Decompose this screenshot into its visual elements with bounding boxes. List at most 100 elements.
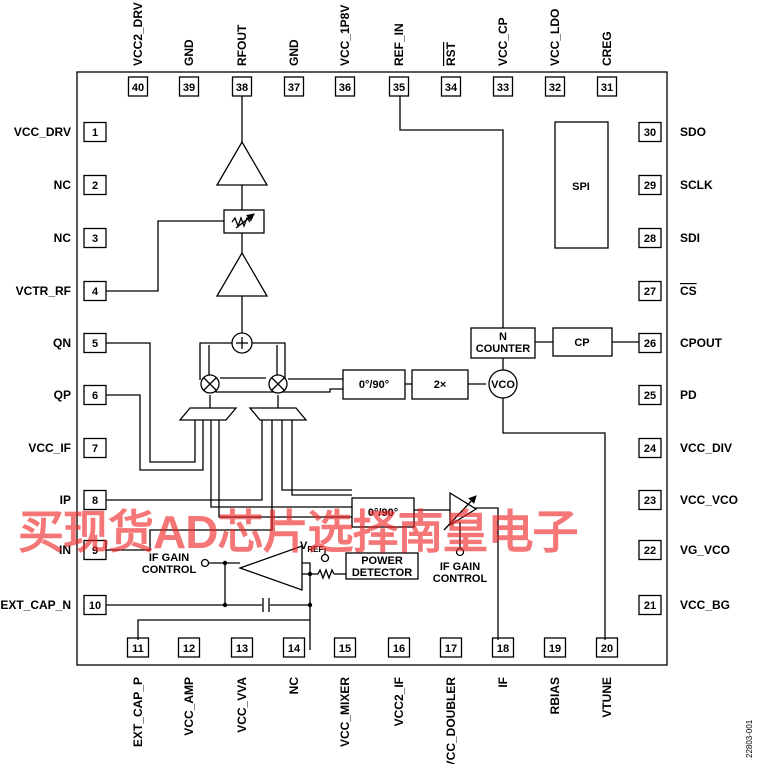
pin-number: 32 bbox=[549, 82, 561, 94]
pin-30: 30 SDO bbox=[638, 121, 706, 143]
pin-40: 40 VCC2_DRV bbox=[127, 2, 149, 97]
power-detector-label-2: DETECTOR bbox=[352, 567, 412, 579]
pin-number: 34 bbox=[445, 82, 458, 94]
phase-shifter-upper bbox=[342, 369, 406, 400]
pin-label: NC bbox=[54, 231, 72, 245]
phase-shifter-lower bbox=[351, 497, 415, 528]
pin-3: 3NC bbox=[54, 227, 107, 249]
figure-code: 22803-001 bbox=[745, 719, 754, 758]
pin-label: VCC2_IF bbox=[392, 677, 406, 726]
pin-label: VCC_VCO bbox=[680, 493, 738, 507]
junction-dot bbox=[307, 571, 313, 577]
phase-shifter-upper-label: 0°/90° bbox=[359, 379, 389, 391]
pin-number: 30 bbox=[644, 127, 656, 139]
pin-number: 26 bbox=[644, 338, 656, 350]
pin-number: 2 bbox=[92, 180, 98, 192]
pin-number: 37 bbox=[288, 82, 300, 94]
pin-label: VCC_AMP bbox=[182, 677, 196, 736]
pin-label: VCC_DIV bbox=[680, 441, 732, 455]
power-detector bbox=[345, 552, 419, 580]
pin-29: 29 SCLK bbox=[638, 174, 713, 196]
pin-label: VCC_1P8V bbox=[338, 5, 352, 66]
pin-label: VTUNE bbox=[600, 677, 614, 718]
pin-number: 7 bbox=[92, 443, 98, 455]
pin-number: 38 bbox=[236, 82, 248, 94]
if-gain-control-left-node bbox=[200, 558, 210, 568]
pin-label: EXT_CAP_N bbox=[0, 598, 71, 612]
pin-39: 39 GND bbox=[178, 39, 200, 97]
wiring bbox=[106, 96, 639, 650]
pin-label: GND bbox=[287, 39, 301, 66]
pin-number: 24 bbox=[644, 443, 657, 455]
vref-node bbox=[320, 553, 330, 563]
pin-label: RBIAS bbox=[548, 677, 562, 714]
pin-label: GND bbox=[182, 39, 196, 66]
pin-number: 4 bbox=[92, 286, 99, 298]
pin-label: CREG bbox=[600, 31, 614, 66]
if-switch-right bbox=[248, 407, 308, 421]
frequency-doubler-label: 2× bbox=[434, 379, 447, 391]
pin-number: 21 bbox=[644, 600, 656, 612]
pin-number: 39 bbox=[183, 82, 195, 94]
pin-label: SDO bbox=[680, 125, 706, 139]
n-counter bbox=[470, 327, 536, 359]
vco-label: VCO bbox=[491, 379, 515, 391]
pin-number: 29 bbox=[644, 180, 656, 192]
pin-label: VCC_DOUBLER bbox=[444, 677, 458, 764]
pin-number: 40 bbox=[132, 82, 144, 94]
charge-pump-label: CP bbox=[574, 337, 589, 349]
detector-amp bbox=[238, 545, 303, 591]
pin-number: 28 bbox=[644, 233, 656, 245]
phase-shifter-lower-label: 0°/90° bbox=[368, 507, 398, 519]
pin-number: 18 bbox=[497, 643, 509, 655]
pins-top: 40VCC2_DRV39GND38RFOUT37GND36VCC_1P8V35R… bbox=[127, 2, 618, 97]
if-gain-left-label-2: CONTROL bbox=[142, 564, 197, 576]
pin-label: VCC_DRV bbox=[14, 125, 71, 139]
pin-number: 11 bbox=[132, 643, 144, 655]
junction-dot bbox=[222, 602, 228, 608]
pin-label: VCC_VVA bbox=[235, 677, 249, 733]
pin-number: 15 bbox=[339, 643, 351, 655]
pin-label: VCC_IF bbox=[28, 441, 71, 455]
n-counter-label-2: COUNTER bbox=[476, 343, 530, 355]
pin-number: 8 bbox=[92, 495, 98, 507]
n-counter-label-1: N bbox=[499, 331, 507, 343]
pin-label: SCLK bbox=[680, 178, 713, 192]
pin-number: 9 bbox=[92, 545, 98, 557]
pin-number: 16 bbox=[393, 643, 405, 655]
if-switch-left bbox=[178, 407, 238, 421]
pin-number: 35 bbox=[393, 82, 405, 94]
pin-label: PD bbox=[680, 388, 697, 402]
rf-amp bbox=[215, 251, 269, 297]
frequency-doubler bbox=[411, 369, 469, 400]
pin-number: 6 bbox=[92, 390, 98, 402]
pin-label: VCC2_DRV bbox=[131, 2, 145, 66]
pin-2: 2NC bbox=[54, 174, 107, 196]
pin-label: EXT_CAP_P bbox=[131, 677, 145, 747]
junction-dot bbox=[307, 602, 313, 608]
detector-resistor bbox=[317, 568, 335, 580]
pin-label: VG_VCO bbox=[680, 543, 730, 557]
pin-label: VCC_LDO bbox=[548, 9, 562, 66]
pin-24: 24 VCC_DIV bbox=[638, 437, 732, 459]
pin-number: 14 bbox=[288, 643, 301, 655]
pins-bottom: 11EXT_CAP_P12VCC_AMP13VCC_VVA14NC15VCC_M… bbox=[126, 637, 619, 764]
pin-number: 31 bbox=[601, 82, 613, 94]
